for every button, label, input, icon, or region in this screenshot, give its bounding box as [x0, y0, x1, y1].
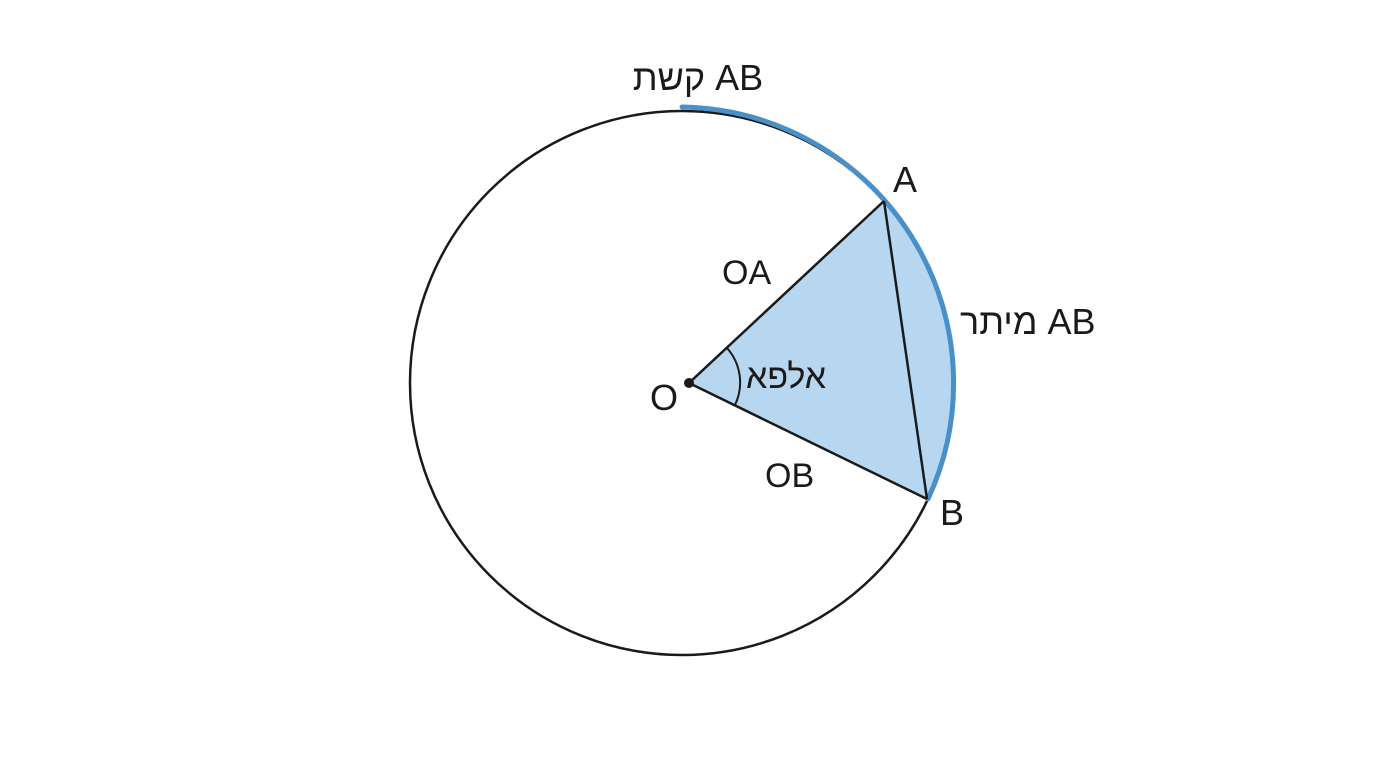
chord-label: מיתר AB — [960, 301, 1096, 342]
radius-oa-label: OA — [722, 254, 771, 292]
chord-ab-line — [882, 200, 929, 500]
arc-ab-highlight — [679, 104, 957, 502]
point-b-label: B — [940, 492, 964, 533]
center-label: O — [650, 377, 678, 418]
sector-fill — [689, 201, 954, 499]
radius-ob-line — [688, 381, 928, 501]
point-a-label: A — [893, 159, 917, 200]
center-point — [684, 378, 694, 388]
arc-label: קשת AB — [633, 57, 763, 98]
radius-oa-line — [688, 200, 885, 384]
radius-ob-label: OB — [765, 457, 814, 495]
angle-arc — [726, 347, 742, 406]
angle-label: אלפא — [746, 358, 826, 396]
